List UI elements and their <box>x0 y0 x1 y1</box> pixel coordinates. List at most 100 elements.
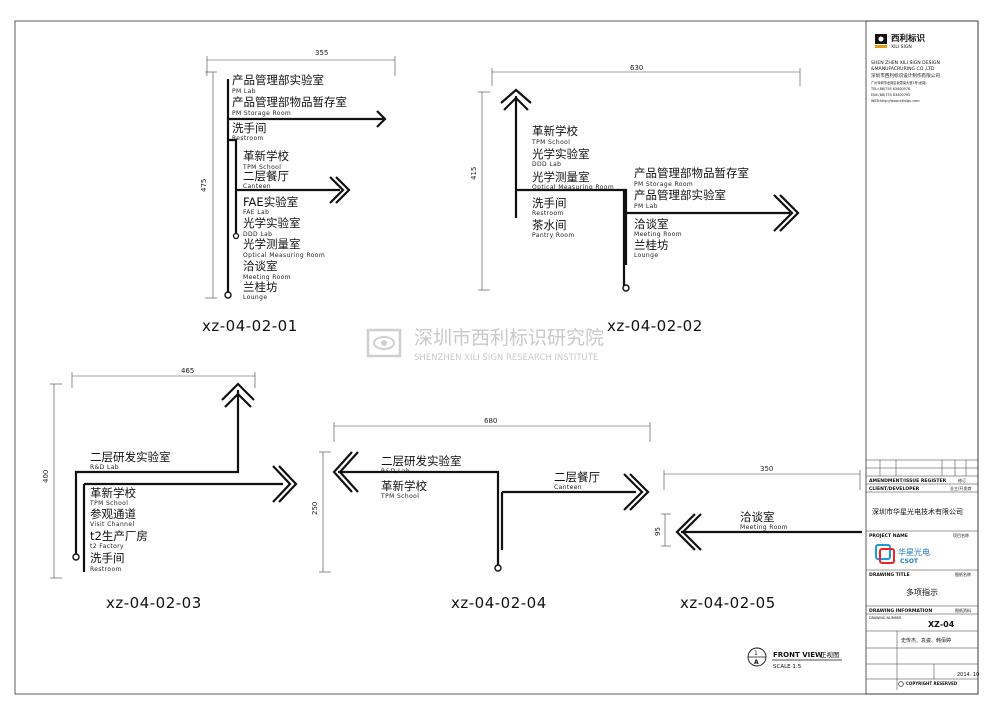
drawing-number: XZ-04 <box>928 620 955 629</box>
entry-zh: 产品管理部实验室 <box>232 73 324 87</box>
entry-en: Meeting Room <box>634 231 682 238</box>
drawing-number-label: DRAWING NUMBER <box>869 616 902 620</box>
entry-en: Lounge <box>243 294 267 301</box>
client-label-zh: 业主/开发商 <box>950 485 971 491</box>
csot-logo: 华星光电 CSOT <box>875 544 930 565</box>
xili-logo-icon <box>875 34 887 48</box>
entry-en: TPM School <box>531 139 570 146</box>
project-logo-en: CSOT <box>900 558 919 565</box>
project-logo-zh: 华星光电 <box>898 547 930 557</box>
dim-width: 465 <box>181 367 194 375</box>
arrow-right-icon <box>623 473 650 511</box>
entry-zh: 光学测量室 <box>532 170 590 184</box>
entry-en: Restroom <box>232 135 264 142</box>
entry-zh: 光学实验室 <box>243 216 301 230</box>
copyright-icon <box>898 681 904 687</box>
entry-zh: 二层研发实验室 <box>381 454 462 468</box>
amendment-label-zh: 修订 <box>958 477 966 483</box>
sign-code: xz-04-02-03 <box>106 594 202 612</box>
entry-zh: 革新学校 <box>90 486 136 500</box>
sign-code: xz-04-02-02 <box>607 317 703 335</box>
entry-en: Lounge <box>634 252 658 259</box>
dimension-lines <box>205 56 396 299</box>
copyright: COPYRIGHT RESERVED <box>906 681 958 686</box>
entry-en: R&D Lab <box>381 468 410 475</box>
company-full-en-1: SHEN ZHEN XILI SIGN DESIGN <box>871 60 940 66</box>
entry-en: Restroom <box>532 210 564 217</box>
sign-line-art <box>675 513 862 551</box>
company-fax: FAX:(86)755 83400795 <box>871 93 910 97</box>
entry-zh: 洗手间 <box>232 121 267 135</box>
sign-code: xz-04-02-04 <box>451 594 547 612</box>
entry-zh: 二层餐厅 <box>554 470 600 484</box>
entry-en: PM Storage Room <box>634 181 693 188</box>
client-name: 深圳市华星光电技术有限公司 <box>872 507 963 516</box>
drawing-title-label-zh: 图纸名称 <box>955 571 971 577</box>
entry-en: DDD Lab <box>243 231 272 238</box>
dim-width: 350 <box>760 465 773 473</box>
drawing-title: 多项指示 <box>906 587 938 597</box>
watermark: 深圳市西利标识研究院 SHENZHEN XILI SIGN RESEARCH I… <box>366 327 604 363</box>
sign-line-art <box>224 79 387 299</box>
sign-line-art <box>332 451 650 572</box>
entry-zh: FAE实验室 <box>243 195 298 209</box>
dim-height: 400 <box>42 470 50 483</box>
entry-en: Meeting Room <box>740 524 788 531</box>
sign-xz-04-02-04: 680 250 二层研发实验室 R&D Lab 革新学校 TPM School … <box>311 417 651 612</box>
scale-label: SCALE 1:5 <box>773 664 802 670</box>
entry-zh: 洽谈室 <box>243 259 278 273</box>
watermark-zh: 深圳市西利标识研究院 <box>414 327 604 349</box>
entry-zh: 参观通道 <box>90 507 136 521</box>
entry-zh: 光学实验室 <box>532 147 590 161</box>
drawing-info-label: DRAWING INFORMATION <box>869 608 932 614</box>
entry-zh: 产品管理部物品暂存室 <box>634 166 749 180</box>
sign-line-art <box>500 88 800 292</box>
entry-en: PM Lab <box>232 88 256 95</box>
marker-letter: A <box>754 659 759 666</box>
watermark-logo-icon <box>366 328 402 358</box>
sign-xz-04-02-02: 630 415 革新学校 TPM School 光学实验室 DDD Lab 光学… <box>470 64 801 335</box>
entry-zh: 洽谈室 <box>634 217 669 231</box>
sign-line-art <box>72 382 298 572</box>
entry-zh: 革新学校 <box>243 149 289 163</box>
sign-xz-04-02-01: 355 475 产品管理部实验室 PM Lab 产品管理部物品暂存室 PM St… <box>200 49 396 335</box>
entry-zh: 洗手间 <box>90 551 125 565</box>
arrow-right-icon <box>329 176 351 204</box>
company-web: WEB:http://www.xilisign.com <box>871 99 920 103</box>
entry-en: Meeting Room <box>243 274 291 281</box>
sign-xz-04-02-05: 350 95 洽谈室 Meeting Room xz-04-02-05 <box>654 465 862 612</box>
entry-zh: 革新学校 <box>532 124 578 138</box>
amendment-label: AMENDMENT/ISSUE REGISTER <box>869 478 947 484</box>
staff-names: 史传杰、袁姿、韩佰婷 <box>901 637 951 644</box>
entry-zh: 兰桂坊 <box>634 238 669 252</box>
drawing-date: 2014. 10 <box>957 672 979 678</box>
entry-en: PM Lab <box>634 203 658 210</box>
entry-zh: 光学测量室 <box>243 237 301 251</box>
entry-en: TPM School <box>380 493 419 500</box>
entry-en: Optical Measuring Room <box>532 184 614 191</box>
front-view-marker: 1 A FRONT VIEW 正视图 SCALE 1:5 <box>747 647 842 670</box>
dim-width: 355 <box>315 49 328 57</box>
dim-width: 680 <box>484 417 497 425</box>
entry-zh: 二层研发实验室 <box>90 450 171 464</box>
company-logo: 西利标识 XILI SIGN <box>875 33 926 50</box>
entry-zh: 产品管理部实验室 <box>634 188 726 202</box>
title-block: 西利标识 XILI SIGN SHEN ZHEN XILI SIGN DESIG… <box>865 20 979 695</box>
csot-logo-icon <box>875 544 895 564</box>
company-tel: TEL:(86)755 83400978 <box>870 87 910 91</box>
entry-zh: 革新学校 <box>381 479 427 493</box>
entry-en: R&D Lab <box>90 464 119 471</box>
entry-zh: t2生产厂房 <box>90 529 148 543</box>
project-label: PROJECT NAME <box>869 533 908 539</box>
dim-height: 95 <box>654 527 662 536</box>
drawing-title-label: DRAWING TITLE <box>869 572 910 578</box>
entry-zh: 洽谈室 <box>740 510 775 524</box>
arrow-right-icon <box>272 465 298 503</box>
marker-number: 1 <box>754 650 758 657</box>
entry-en: Pantry Room <box>532 232 575 239</box>
entry-en: TPM School <box>242 164 281 171</box>
dimension-lines <box>319 422 651 573</box>
company-address: 广州深圳市龙岗区坂雪岗大道1号(龙岗) <box>871 80 927 85</box>
entry-zh: 兰桂坊 <box>243 280 278 294</box>
sign-xz-04-02-03: 465 400 二层研发实验室 R&D Lab 革新学校 TPM School … <box>42 367 298 612</box>
